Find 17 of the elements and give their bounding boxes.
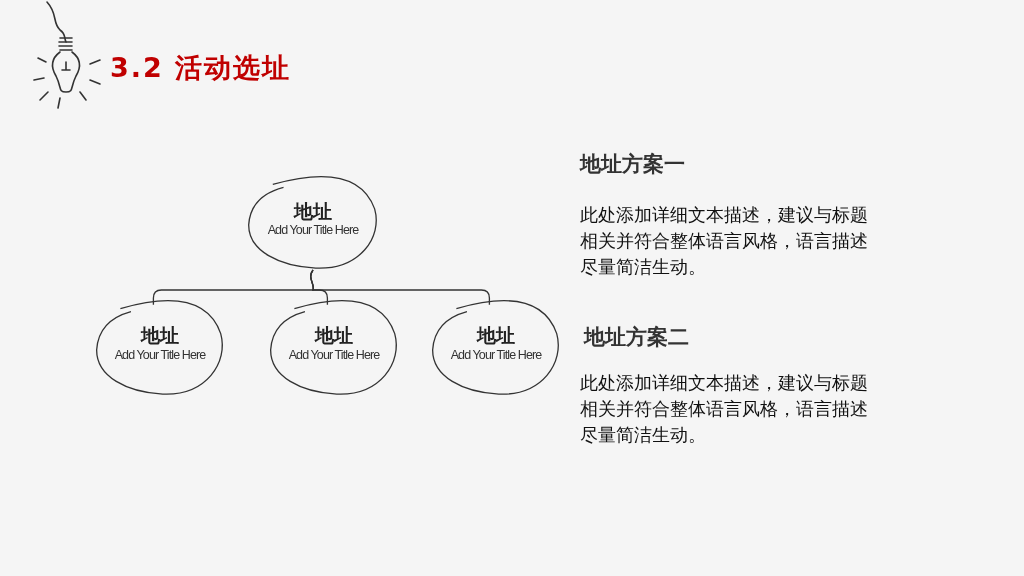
node-subtitle: Add Your Title Here — [266, 223, 360, 237]
node-title: 地址 — [292, 198, 333, 224]
node-subtitle: Add Your Title Here — [113, 348, 207, 362]
hand-drawn-bubble — [94, 300, 226, 396]
hand-drawn-bubble — [268, 300, 400, 396]
section-heading: 地址方案二 — [584, 324, 689, 351]
slide-title: 3.2 活动选址 — [110, 51, 292, 85]
node-title: 地址 — [139, 323, 180, 349]
description-text: 此处添加详细文本描述，建议与标题相关并符合整体语言风格，语言描述尽量简洁生动。 — [580, 203, 869, 279]
section-heading: 地址方案一 — [580, 151, 685, 178]
node-title: 地址 — [475, 323, 516, 349]
hand-drawn-bubble — [246, 176, 380, 270]
description-text: 此处添加详细文本描述，建议与标题相关并符合整体语言风格，语言描述尽量简洁生动。 — [580, 371, 869, 447]
hand-drawn-bubble — [430, 300, 562, 396]
node-subtitle: Add Your Title Here — [287, 348, 381, 362]
node-subtitle: Add Your Title Here — [449, 348, 543, 362]
node-title: 地址 — [313, 323, 354, 349]
